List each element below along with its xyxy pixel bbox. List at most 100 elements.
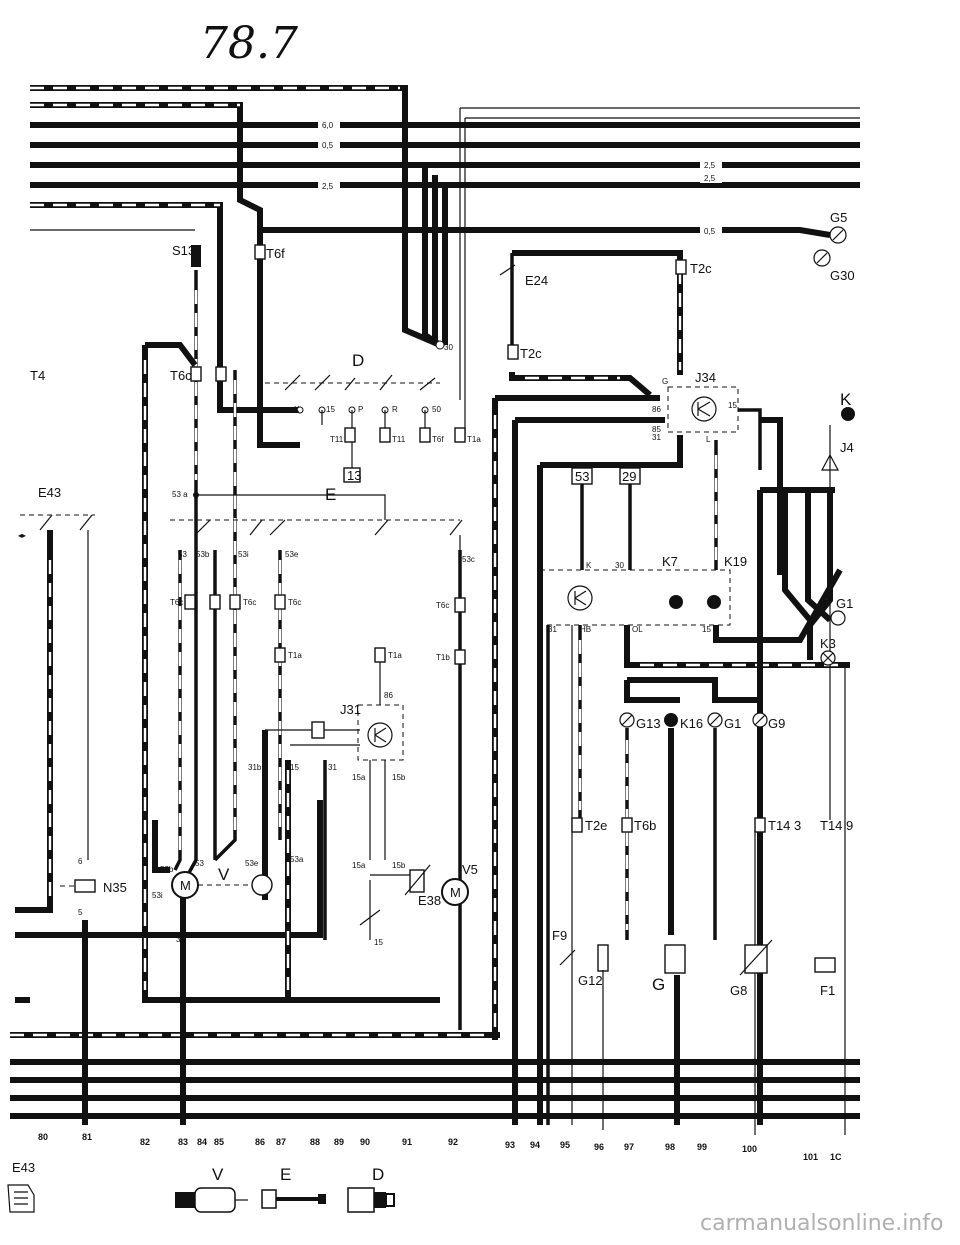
- svg-text:53b: 53b: [196, 550, 210, 559]
- watermark: carmanualsonline.info: [700, 1211, 943, 1236]
- label-K3: K3: [820, 636, 836, 651]
- svg-text:T2e: T2e: [585, 818, 607, 833]
- label-S13: S13: [172, 243, 195, 258]
- label-F1: F1: [820, 983, 835, 998]
- svg-text:13: 13: [347, 468, 361, 483]
- label-K7: K7: [662, 554, 678, 569]
- gauges-right: G5 G30 K J4 G1 K3 G13 K16 G1 G9: [619, 210, 855, 1125]
- label-J31: J31: [340, 702, 361, 717]
- left-connectors: T6f T6c S13 T6c T6c T6c T1a T6c T1b T1a …: [170, 243, 481, 665]
- ignition-switch-icon: [347, 1187, 395, 1213]
- svg-text:M: M: [450, 885, 461, 900]
- column-number: 84: [197, 1137, 207, 1147]
- svg-text:T1a: T1a: [288, 651, 302, 660]
- svg-text:T6c: T6c: [436, 601, 449, 610]
- label-G12: G12: [578, 973, 603, 988]
- label-G1: G1: [836, 596, 853, 611]
- column-number: 88: [310, 1137, 320, 1147]
- svg-text:2,5: 2,5: [322, 182, 334, 191]
- svg-text:53b: 53b: [160, 865, 174, 874]
- label-G5: G5: [830, 210, 847, 225]
- label-E43: E43: [38, 485, 61, 500]
- svg-text:31: 31: [328, 763, 337, 772]
- ignition-switch-D: 13 D 30 15 X P R 50: [265, 340, 453, 483]
- label-G: G: [652, 975, 665, 994]
- svg-text:T6c: T6c: [288, 598, 301, 607]
- legend-label-E: E: [280, 1165, 291, 1184]
- top-wire-size-labels: 6,0 0,5 2,5 2,5 2,5 0,5: [318, 119, 722, 236]
- label-E24: E24: [525, 273, 548, 288]
- label-N35: N35: [103, 880, 127, 895]
- svg-text:K: K: [586, 561, 592, 570]
- column-number: 86: [255, 1137, 265, 1147]
- svg-text:86: 86: [384, 691, 393, 700]
- svg-text:53 a: 53 a: [172, 490, 188, 499]
- column-number: 80: [38, 1132, 48, 1142]
- svg-text:M: M: [180, 878, 191, 893]
- column-number: 94: [530, 1140, 540, 1150]
- svg-text:6,0: 6,0: [322, 121, 334, 130]
- svg-text:G1: G1: [724, 716, 741, 731]
- svg-text:30: 30: [615, 561, 624, 570]
- column-number: 98: [665, 1142, 675, 1152]
- legend-label-V: V: [212, 1165, 224, 1184]
- svg-text:G: G: [662, 377, 668, 386]
- svg-text:31b: 31b: [248, 763, 262, 772]
- label-K16: K16: [680, 716, 703, 731]
- svg-text:29: 29: [622, 469, 636, 484]
- svg-text:15b: 15b: [392, 773, 406, 782]
- relay-N35: N35 6 5: [60, 857, 127, 917]
- column-number: 81: [82, 1132, 92, 1142]
- svg-text:15: 15: [290, 763, 299, 772]
- svg-text:T6c: T6c: [243, 598, 256, 607]
- svg-text:15: 15: [702, 625, 711, 634]
- label-J4: J4: [840, 440, 854, 455]
- column-number: 95: [560, 1140, 570, 1150]
- svg-text:2,5: 2,5: [704, 161, 716, 170]
- svg-text:L: L: [706, 435, 711, 444]
- svg-text:HB: HB: [580, 625, 591, 634]
- label-T4: T4: [30, 368, 45, 383]
- svg-text:T1a: T1a: [467, 435, 481, 444]
- label-V5: V5: [462, 862, 478, 877]
- label-D: D: [352, 351, 364, 370]
- svg-text:OL: OL: [632, 625, 643, 634]
- label-E: E: [325, 485, 336, 504]
- column-number: 82: [140, 1137, 150, 1147]
- svg-text:53a: 53a: [290, 855, 304, 864]
- label-J34: J34: [695, 370, 716, 385]
- svg-text:T11: T11: [330, 435, 344, 444]
- left-wiring: [10, 229, 860, 1125]
- svg-text:15: 15: [374, 938, 383, 947]
- svg-text:◂▸: ◂▸: [18, 531, 26, 540]
- svg-text:R: R: [392, 405, 398, 414]
- label-G13: G13: [636, 716, 661, 731]
- svg-text:31: 31: [548, 625, 557, 634]
- column-number: 85: [214, 1137, 224, 1147]
- legend-label-E43: E43: [12, 1160, 35, 1175]
- label-G9: G9: [768, 716, 785, 731]
- svg-text:0,5: 0,5: [704, 227, 716, 236]
- svg-text:53: 53: [178, 550, 187, 559]
- column-number: 91: [402, 1137, 412, 1147]
- stalk-switch-E43: E43 ◂▸ T4: [18, 368, 95, 540]
- legend-label-D: D: [372, 1165, 384, 1184]
- svg-text:T2c: T2c: [690, 261, 712, 276]
- svg-text:T1b: T1b: [436, 653, 450, 662]
- stalk-switch-icon: [7, 1184, 35, 1213]
- wiper-motor-icon: [175, 1187, 248, 1213]
- top-bus-lines: [30, 85, 860, 448]
- relay-J34-area: T2c T2c E24 J34 G 86 85 31 15 L: [492, 250, 783, 1125]
- svg-text:T6f: T6f: [432, 435, 444, 444]
- svg-text:53c: 53c: [462, 555, 475, 564]
- svg-text:31: 31: [176, 935, 185, 944]
- column-number: 99: [697, 1142, 707, 1152]
- label-K19: K19: [724, 554, 747, 569]
- svg-text:T6c: T6c: [170, 598, 183, 607]
- column-number: 96: [594, 1142, 604, 1152]
- warning-unit-K7: 53 29 K7 K19 K 30 31 HB OL 15: [539, 467, 850, 1125]
- svg-text:53: 53: [575, 469, 589, 484]
- svg-text:85: 85: [652, 425, 661, 434]
- svg-text:2,5: 2,5: [704, 174, 716, 183]
